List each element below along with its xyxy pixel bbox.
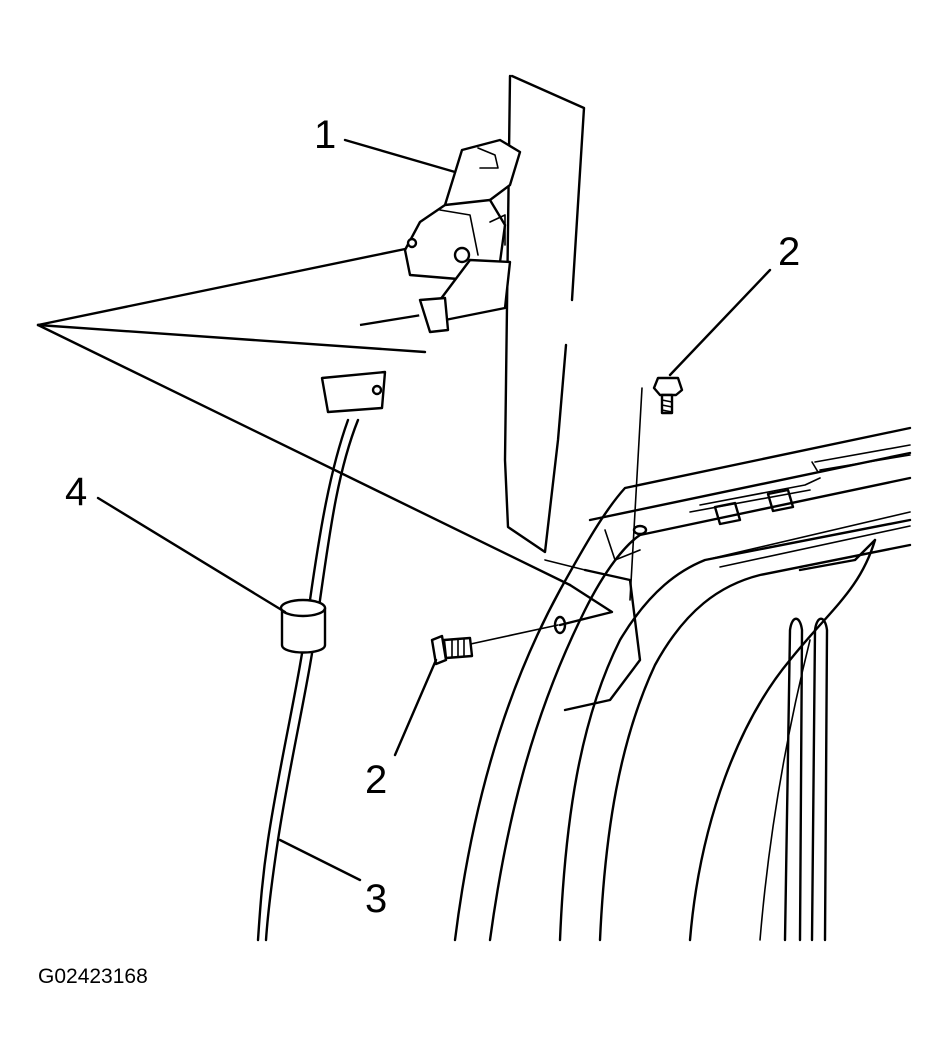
bolt-2-upper (652, 376, 684, 415)
body-pillar-frame (453, 426, 912, 942)
figure-id: G02423168 (38, 965, 148, 988)
callout-4: 4 (65, 470, 87, 514)
callout-1: 1 (314, 113, 336, 157)
callout-2-lower: 2 (365, 758, 387, 802)
seat-belt-retractor-bracket (403, 138, 522, 334)
belt-guide-plate (320, 370, 387, 414)
callout-leaders (96, 138, 772, 882)
belt-stop-button-4 (279, 598, 327, 654)
belt-webbing-panel (503, 74, 586, 554)
bolt-2-lower (430, 634, 474, 666)
callout-2-upper: 2 (778, 230, 800, 274)
reference-lines (36, 246, 643, 646)
callout-3: 3 (365, 877, 387, 921)
belt-strap-3 (256, 418, 360, 942)
